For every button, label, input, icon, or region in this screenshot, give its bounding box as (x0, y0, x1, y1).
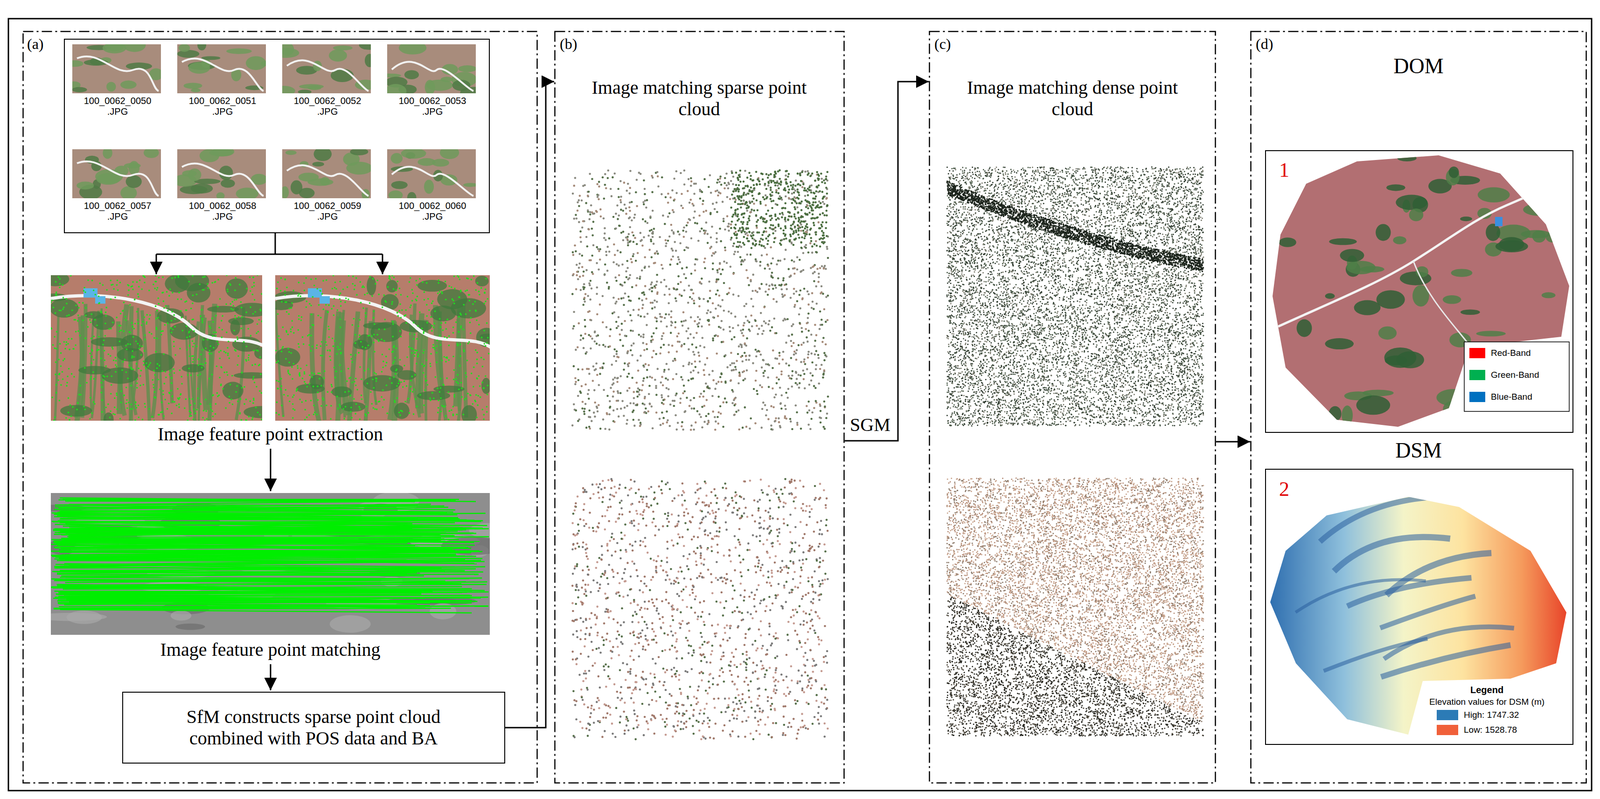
figure-canvas: (a)Image feature point extractionImage f… (0, 0, 1600, 799)
